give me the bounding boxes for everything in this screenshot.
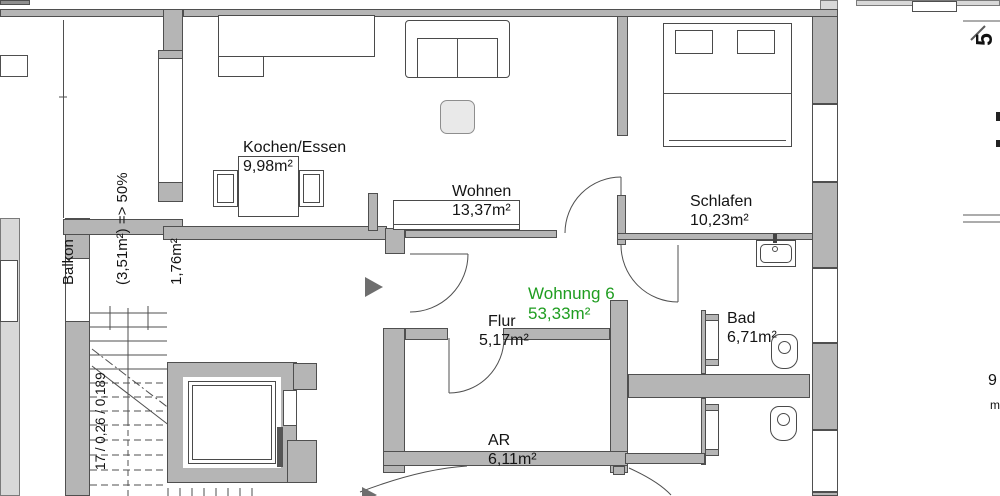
wall-right xyxy=(812,492,838,496)
door-entrance-swing xyxy=(409,253,469,313)
sink-basin xyxy=(760,244,792,263)
wall-right xyxy=(812,16,838,104)
wall-corner-block xyxy=(385,228,405,254)
kitchen-counter xyxy=(218,15,375,57)
toilet-bowl xyxy=(777,413,790,426)
radiator-cap xyxy=(705,314,719,321)
wall-top-main xyxy=(183,9,838,17)
wall-stub xyxy=(613,466,625,475)
wall-wohnen-schlafen xyxy=(617,16,628,136)
wall-stub xyxy=(287,440,317,483)
stair-annotation: 17 / 0,26 / 0,189 xyxy=(93,372,108,470)
wall xyxy=(0,0,30,5)
entrance-arrow-icon xyxy=(365,277,383,297)
door-ar-swing xyxy=(448,337,505,394)
door-wohnen-swing xyxy=(564,176,622,234)
dimension-fragment: 9 xyxy=(988,372,997,389)
window-left-outer xyxy=(0,260,18,322)
elevator-door xyxy=(277,427,283,467)
wall-right xyxy=(812,182,838,268)
window-left-inner xyxy=(65,258,90,322)
chair-inner xyxy=(303,174,320,203)
dimension-fragment xyxy=(996,112,1000,121)
chair-inner xyxy=(217,174,234,203)
door-bad-top-swing xyxy=(620,244,679,303)
window-schlafen xyxy=(812,104,838,182)
sideboard xyxy=(393,200,520,230)
wall-ar-top xyxy=(405,328,448,340)
entrance-arrow-icon xyxy=(362,487,377,496)
room-label-balkon: Balkon (3,51m²) => 50% 1,76m² xyxy=(60,172,185,285)
wall-top-left xyxy=(0,9,170,17)
pillow xyxy=(675,30,713,54)
kitchen-counter-end xyxy=(218,56,264,77)
stair-cut-line xyxy=(91,365,171,427)
radiator-cap xyxy=(705,449,719,456)
sideboard-line xyxy=(393,224,520,225)
side-table xyxy=(440,100,475,134)
wall-stub xyxy=(293,363,317,390)
neighbor-window xyxy=(912,1,957,12)
dimension-number: 5 xyxy=(970,33,997,46)
bed-blanket-line xyxy=(663,93,792,94)
stair-lower-flight-ticks xyxy=(167,488,253,496)
wall-ar-left xyxy=(383,328,405,473)
wall-bad-corner xyxy=(625,453,705,464)
sofa-cushion-line xyxy=(457,38,458,78)
stair-treads xyxy=(90,306,171,496)
faucet-dot xyxy=(772,246,778,252)
wall-right xyxy=(812,343,838,430)
wall-pilaster xyxy=(368,193,378,231)
elevator-cab-inner xyxy=(192,385,272,460)
window-balcony xyxy=(158,58,183,184)
window-sill xyxy=(158,182,183,202)
wall-stub xyxy=(617,195,626,245)
window-bad-top xyxy=(812,268,838,343)
wall-ar-top xyxy=(503,328,610,340)
wall-between-bads xyxy=(628,374,810,398)
door-bad-bottom-swing xyxy=(628,467,672,496)
dimension-fragment xyxy=(996,140,1000,147)
radiator-cap xyxy=(705,359,719,366)
balcony-edge xyxy=(63,20,64,218)
pillow xyxy=(737,30,775,54)
radiator-cap xyxy=(705,404,719,411)
dining-table xyxy=(238,156,299,217)
wall-wohnen-south xyxy=(405,230,557,238)
faucet-icon xyxy=(773,234,777,243)
bed-foot-line xyxy=(669,140,786,141)
elevator-door-slot xyxy=(283,390,297,426)
window-fragment xyxy=(0,55,28,77)
window-bad-bottom xyxy=(812,430,838,492)
dimension-fragment: m xyxy=(990,398,1000,412)
toilet-bowl xyxy=(778,341,791,354)
